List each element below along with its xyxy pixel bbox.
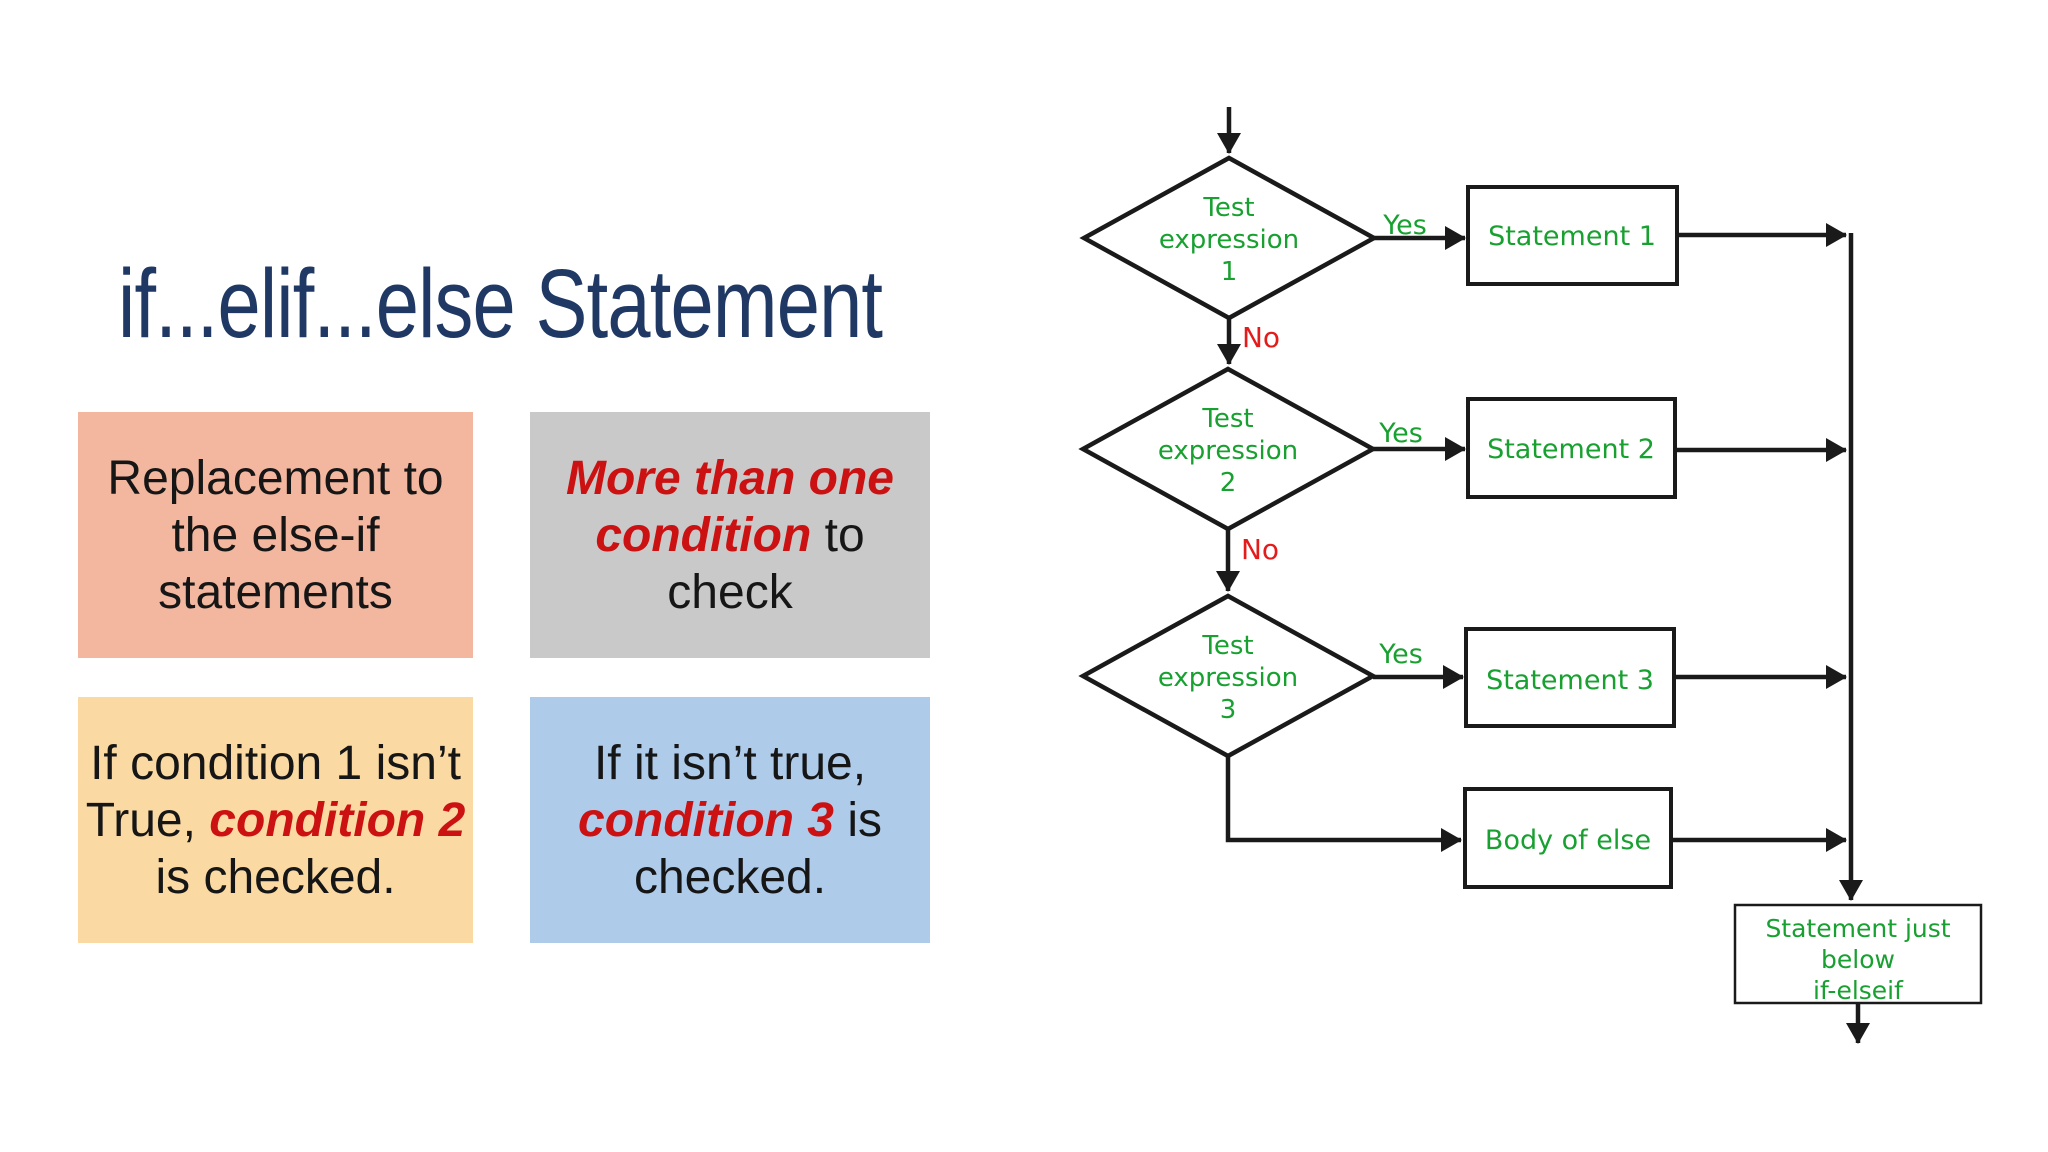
card-line: True, condition 2 [78,792,473,849]
yes-label-1: Yes [1382,210,1427,241]
card-line: If condition 1 isn’t [78,735,473,792]
flowchart-connectors [1216,107,1870,1044]
card-line: condition to [530,507,930,564]
card-line: check [530,564,930,621]
card-line: checked. [530,849,930,906]
yes-label-2: Yes [1378,418,1423,449]
card-text-segment: condition 3 [578,793,834,847]
card-line: condition 3 is [530,792,930,849]
flowchart-red-labels: No No [1241,321,1280,566]
diamond-1-text-line-3: 1 [1221,257,1238,287]
diamond-3-text-line-1: Test [1201,631,1253,661]
info-card-replacement: Replacement to the else-if statements [78,412,473,658]
card-text-segment: True, [85,793,210,847]
end-box-text-line-2: below [1821,945,1895,974]
diamond-2-text-line-2: expression [1158,436,1298,466]
card-line: If it isn’t true, [530,735,930,792]
decision-diamond-1 [1079,155,1379,321]
card-text-segment: checked. [633,850,827,904]
card-line: the else-if [78,507,473,564]
connector-else-branch [1225,756,1462,852]
statement-3-label: Statement 3 [1486,665,1654,696]
flowchart-green-labels: Test expression 1 Test expression 2 Test… [1158,193,1951,1005]
card-line: More than one [530,450,930,507]
card-text-segment: the else-if [171,508,380,562]
card-line: Replacement to [78,450,473,507]
process-box-end [1733,903,1983,1005]
flowchart-shapes [1078,155,1983,1005]
card-text-segment: statements [158,565,393,619]
yes-label-3: Yes [1378,639,1423,670]
no-label-2: No [1241,533,1279,566]
card-text-segment: is [833,793,882,847]
card-text-segment: If it isn’t true, [593,736,867,790]
info-card-more-conditions: More than one condition to check [530,412,930,658]
statement-1-label: Statement 1 [1488,221,1656,252]
diamond-3-text-line-3: 3 [1220,695,1237,725]
process-box-statement-1 [1466,185,1679,286]
card-text-segment: is checked. [155,850,396,904]
card-line: statements [78,564,473,621]
diamond-1-text-line-2: expression [1159,225,1299,255]
card-text-segment: condition [595,508,812,562]
card-text-segment: If condition 1 isn’t [90,736,461,790]
info-card-condition-2: If condition 1 isn’t True, condition 2 i… [78,697,473,943]
card-text-segment: condition 2 [209,793,466,847]
statement-2-label: Statement 2 [1487,434,1655,465]
diamond-1-text-line-1: Test [1202,193,1254,223]
process-box-statement-2 [1466,397,1677,499]
body-of-else-label: Body of else [1485,825,1651,856]
decision-diamond-3 [1078,593,1378,759]
end-box-text-line-1: Statement just [1765,914,1950,943]
diamond-2-text-line-1: Test [1201,404,1253,434]
card-text-segment: check [667,565,793,619]
page-title: if...elif...else Statement [118,248,883,358]
diamond-2-text-line-3: 2 [1220,468,1237,498]
card-text-segment: More than one [565,451,894,505]
decision-diamond-2 [1078,366,1378,532]
card-line: is checked. [78,849,473,906]
info-card-condition-3: If it isn’t true, condition 3 is checked… [530,697,930,943]
card-text-segment: to [811,508,865,562]
end-box-text-line-3: if-elseif [1813,976,1904,1005]
process-box-statement-3 [1464,627,1676,728]
no-label-1: No [1242,321,1280,354]
card-text-segment: Replacement to [107,451,444,505]
diamond-3-text-line-2: expression [1158,663,1298,693]
process-box-body-of-else [1463,787,1673,889]
